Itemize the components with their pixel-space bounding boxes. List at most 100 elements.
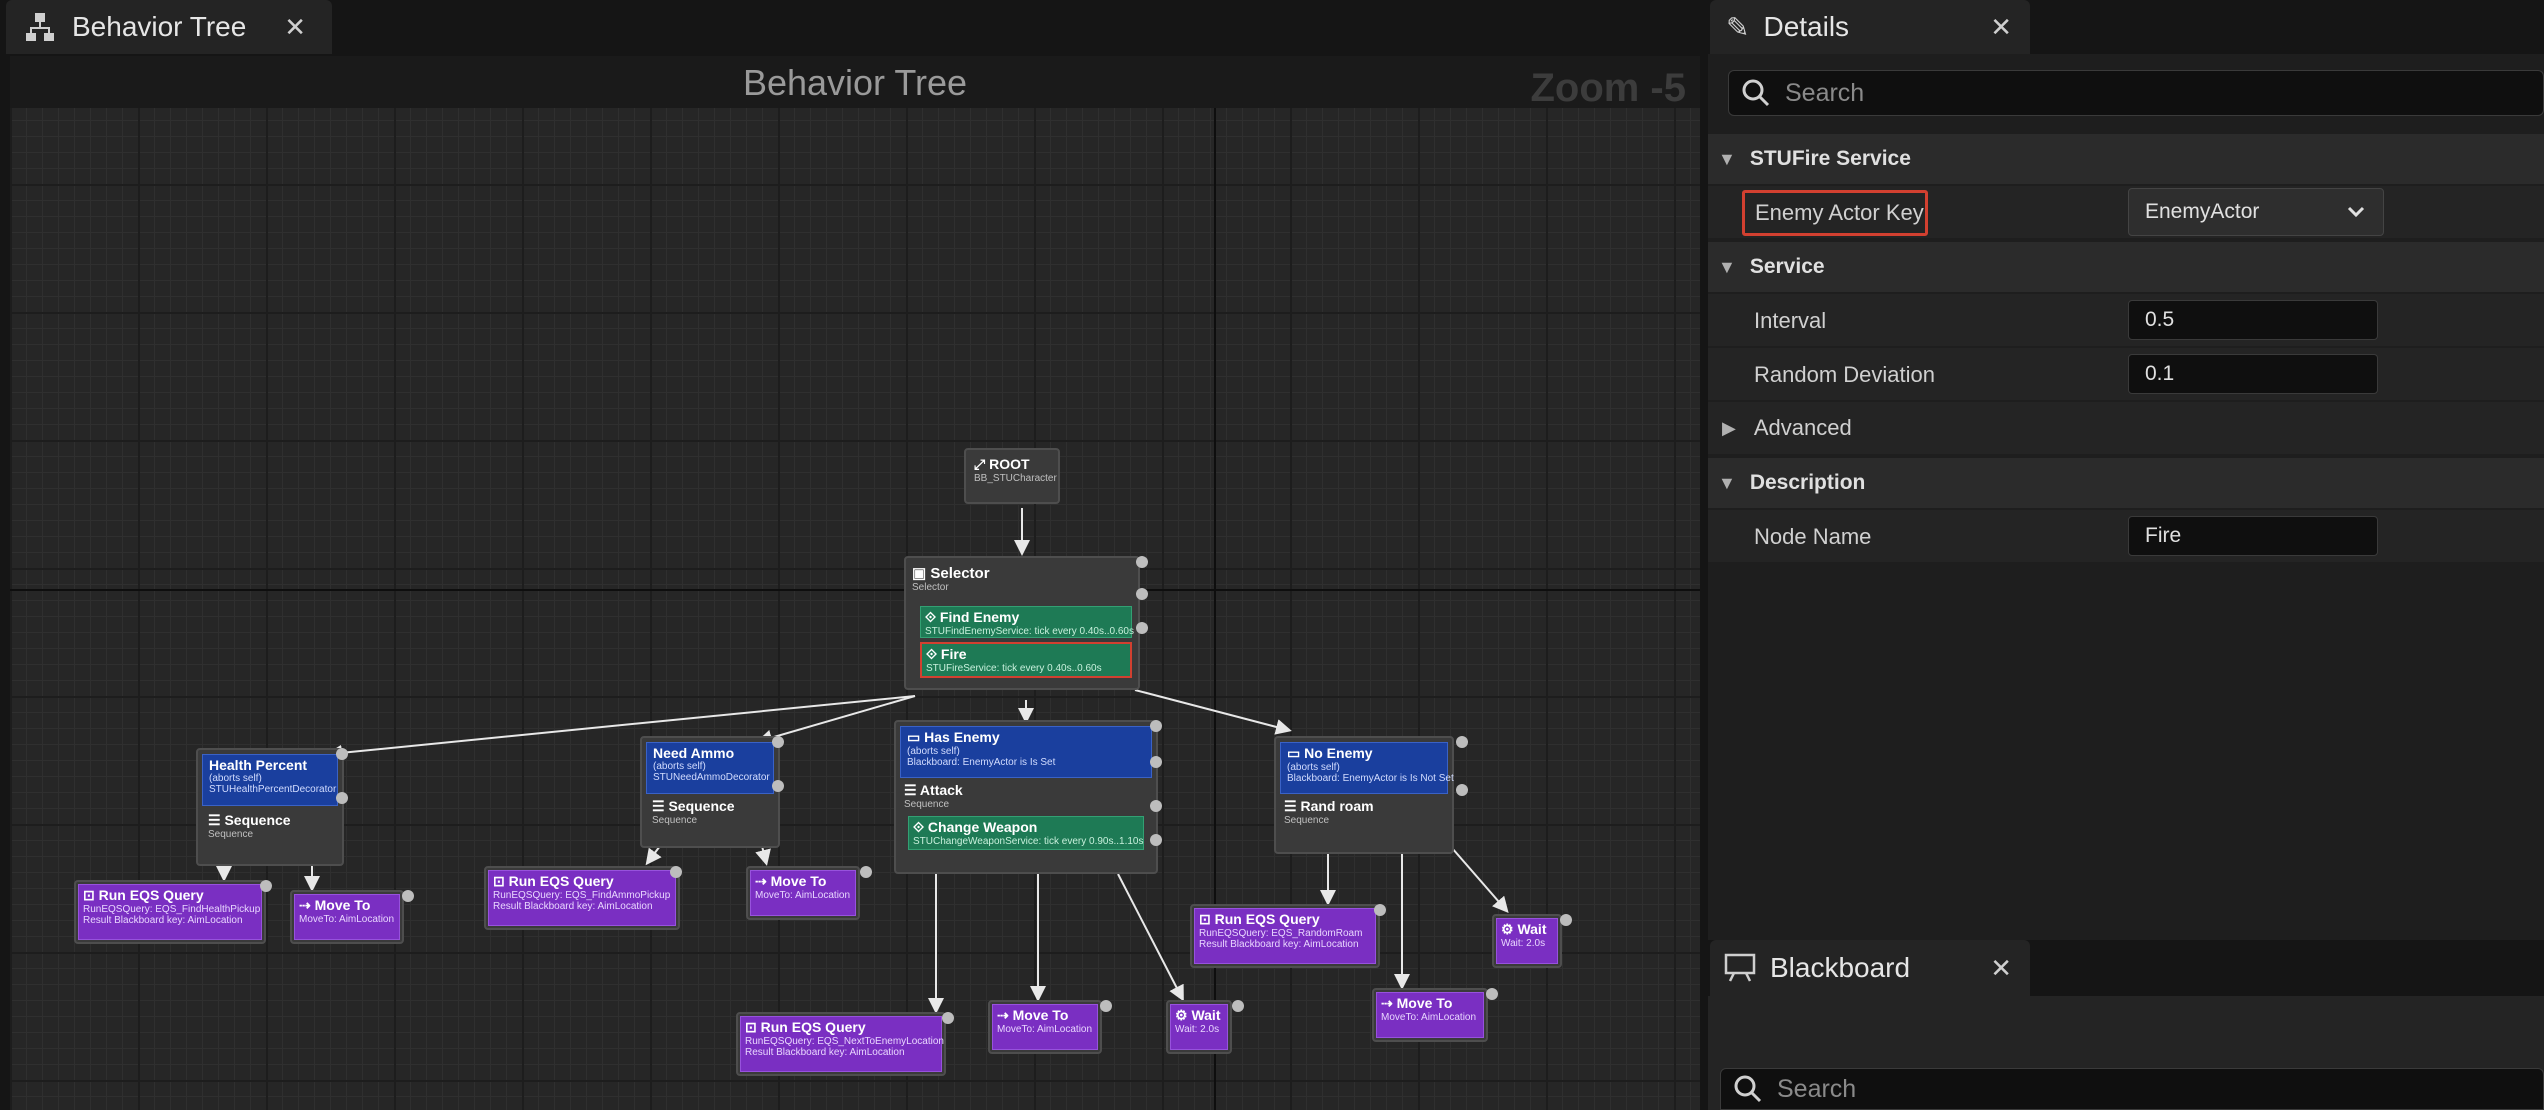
no-enemy-decorator-pin[interactable]: [1456, 784, 1468, 796]
move4-pin[interactable]: [1486, 988, 1498, 1000]
eqs-roam-node[interactable]: ⊡ Run EQS Query RunEQSQuery: EQS_RandomR…: [1190, 904, 1380, 968]
interval-input[interactable]: 0.5: [2128, 300, 2378, 340]
has-enemy-decorator-pin[interactable]: [1150, 756, 1162, 768]
fire-pin[interactable]: [1136, 622, 1148, 634]
eqs-next-pin[interactable]: [942, 1012, 954, 1024]
eqs-next-key: Result Blackboard key: AimLocation: [745, 1047, 905, 1058]
move-to-2-node[interactable]: ⇢ Move To MoveTo: AimLocation: [746, 866, 860, 920]
details-tab[interactable]: ✎ Details ✕: [1710, 0, 2030, 54]
move1-pin[interactable]: [402, 890, 414, 902]
sequence-icon: ☰: [1284, 798, 1301, 814]
selector-pin[interactable]: [1136, 556, 1148, 568]
wire-seq2-move: [755, 845, 771, 866]
wire-selector-ammo: [756, 695, 916, 746]
move2-title: Move To: [770, 873, 827, 889]
change-weapon-pin[interactable]: [1150, 834, 1162, 846]
advanced-label: Advanced: [1753, 415, 1852, 440]
section-service[interactable]: ▼ Service: [1708, 242, 2544, 292]
wait-2-node[interactable]: ⚙ Wait Wait: 2.0s: [1492, 914, 1562, 968]
wait1-pin[interactable]: [1232, 1000, 1244, 1012]
fire-service[interactable]: ⟐ Fire STUFireService: tick every 0.40s.…: [920, 642, 1132, 678]
wait-1-node[interactable]: ⚙ Wait Wait: 2.0s: [1166, 1000, 1232, 1054]
wait2-pin[interactable]: [1560, 914, 1572, 926]
attack-pin[interactable]: [1150, 800, 1162, 812]
move2-pin[interactable]: [860, 866, 872, 878]
change-weapon-service[interactable]: ⟐ Change Weapon STUChangeWeaponService: …: [908, 816, 1144, 850]
wait2-sub: Wait: 2.0s: [1501, 938, 1546, 949]
close-tab-icon[interactable]: ✕: [284, 11, 306, 42]
move-to-1-node[interactable]: ⇢ Move To MoveTo: AimLocation: [290, 890, 404, 944]
health-sequence-node[interactable]: Health Percent (aborts self) STUHealthPe…: [196, 748, 344, 866]
random-deviation-input[interactable]: 0.1: [2128, 354, 2378, 394]
enemy-actor-key-dropdown[interactable]: EnemyActor: [2128, 188, 2384, 236]
eqs-next-node[interactable]: ⊡ Run EQS Query RunEQSQuery: EQS_NextToE…: [736, 1012, 946, 1076]
service-icon: ⟐: [925, 609, 940, 625]
has-enemy-pin[interactable]: [1150, 720, 1162, 732]
fire-subtitle: STUFireService: tick every 0.40s..0.60s: [926, 663, 1102, 674]
graph-origin-axis-horizontal: [10, 589, 1700, 591]
search-icon: [1734, 1075, 1762, 1103]
expand-arrow-icon: ▼: [1718, 148, 1736, 169]
health-pin-top[interactable]: [336, 748, 348, 760]
move3-pin[interactable]: [1100, 1000, 1112, 1012]
close-blackboard-icon[interactable]: ✕: [1990, 952, 2012, 983]
attack-title: Attack: [919, 782, 963, 798]
section-stufire-service[interactable]: ▼ STUFire Service: [1708, 134, 2544, 184]
rand-roam-subtitle: Sequence: [1284, 815, 1330, 826]
eqs-health-title: Run EQS Query: [98, 887, 204, 903]
need-ammo-aborts: (aborts self): [653, 761, 706, 772]
health-percent-decorator[interactable]: Health Percent (aborts self) STUHealthPe…: [202, 754, 338, 806]
behavior-tree-graph[interactable]: Behavior Tree Zoom -5 ⤢: [10, 56, 1700, 1110]
row-node-name: Node Name Fire: [1708, 510, 2544, 562]
eqs-ammo-pin[interactable]: [670, 866, 682, 878]
health-pin-decorator[interactable]: [336, 792, 348, 804]
no-enemy-decorator[interactable]: ▭ No Enemy (aborts self) Blackboard: Ene…: [1280, 742, 1454, 794]
move-to-3-node[interactable]: ⇢ Move To MoveTo: AimLocation: [988, 1000, 1102, 1054]
eqs-roam-pin[interactable]: [1374, 904, 1386, 916]
blackboard-tab[interactable]: Blackboard ✕: [1710, 940, 2030, 996]
row-random-deviation: Random Deviation 0.1: [1708, 348, 2544, 400]
details-search-placeholder: Search: [1785, 78, 1865, 107]
details-panel: ✎ Details ✕ Search ▼ STUFire Service Ene…: [1708, 0, 2544, 1110]
node-name-input[interactable]: Fire: [2128, 516, 2378, 556]
blackboard-search-field[interactable]: Search: [1720, 1068, 2544, 1110]
no-enemy-pin[interactable]: [1456, 736, 1468, 748]
need-ammo-class: STUNeedAmmoDecorator: [653, 772, 770, 783]
close-details-icon[interactable]: ✕: [1990, 11, 2012, 42]
find-enemy-subtitle: STUFindEnemyService: tick every 0.40s..0…: [925, 626, 1134, 637]
need-ammo-decorator[interactable]: Need Ammo (aborts self) STUNeedAmmoDecor…: [646, 742, 774, 794]
section-description[interactable]: ▼ Description: [1708, 458, 2544, 508]
graph-title: Behavior Tree: [742, 62, 968, 103]
ammo-sequence-node[interactable]: Need Ammo (aborts self) STUNeedAmmoDecor…: [640, 736, 780, 848]
graph-origin-axis-vertical: [1214, 56, 1216, 1110]
find-enemy-service[interactable]: ⟐ Find Enemy STUFindEnemyService: tick e…: [920, 606, 1134, 638]
health-percent-title: Health Percent: [209, 757, 308, 773]
move3-title: Move To: [1012, 1007, 1069, 1023]
enemy-actor-key-label: Enemy Actor Key: [1755, 200, 1924, 225]
move1-title: Move To: [314, 897, 371, 913]
ammo-pin-decorator[interactable]: [772, 780, 784, 792]
wire-attack-wait: [1117, 873, 1184, 1002]
selector-node[interactable]: ▣ Selector Selector ⟐ Find Enemy STUFind…: [904, 556, 1140, 690]
move-to-4-node[interactable]: ⇢ Move To MoveTo: AimLocation: [1372, 988, 1488, 1042]
eqs-ammo-node[interactable]: ⊡ Run EQS Query RunEQSQuery: EQS_FindAmm…: [484, 866, 680, 930]
move-to-icon: ⇢: [299, 897, 315, 913]
has-enemy-decorator[interactable]: ▭ Has Enemy (aborts self) Blackboard: En…: [900, 726, 1152, 778]
find-enemy-pin[interactable]: [1136, 588, 1148, 600]
eqs-icon: ⊡: [83, 887, 99, 903]
change-weapon-subtitle: STUChangeWeaponService: tick every 0.90s…: [913, 836, 1144, 847]
root-node[interactable]: ⤢ ROOT BB_STUCharacter: [964, 448, 1060, 504]
details-search-field[interactable]: Search: [1728, 70, 2544, 116]
row-advanced[interactable]: ▶ Advanced: [1708, 402, 2544, 454]
rand-roam-node[interactable]: ▭ No Enemy (aborts self) Blackboard: Ene…: [1274, 736, 1454, 854]
selector-title: Selector: [930, 565, 990, 582]
eqs-health-node[interactable]: ⊡ Run EQS Query RunEQSQuery: EQS_FindHea…: [74, 880, 266, 944]
eqs-health-pin[interactable]: [260, 880, 272, 892]
seq1-title: Sequence: [224, 812, 291, 828]
root-subtitle: BB_STUCharacter: [974, 473, 1057, 484]
ammo-pin-top[interactable]: [772, 736, 784, 748]
attack-sequence-node[interactable]: ▭ Has Enemy (aborts self) Blackboard: En…: [894, 720, 1158, 874]
details-tab-bar: ✎ Details ✕: [1708, 0, 2544, 54]
seq2-subtitle: Sequence: [652, 815, 698, 826]
behavior-tree-tab[interactable]: Behavior Tree ✕: [6, 0, 332, 54]
